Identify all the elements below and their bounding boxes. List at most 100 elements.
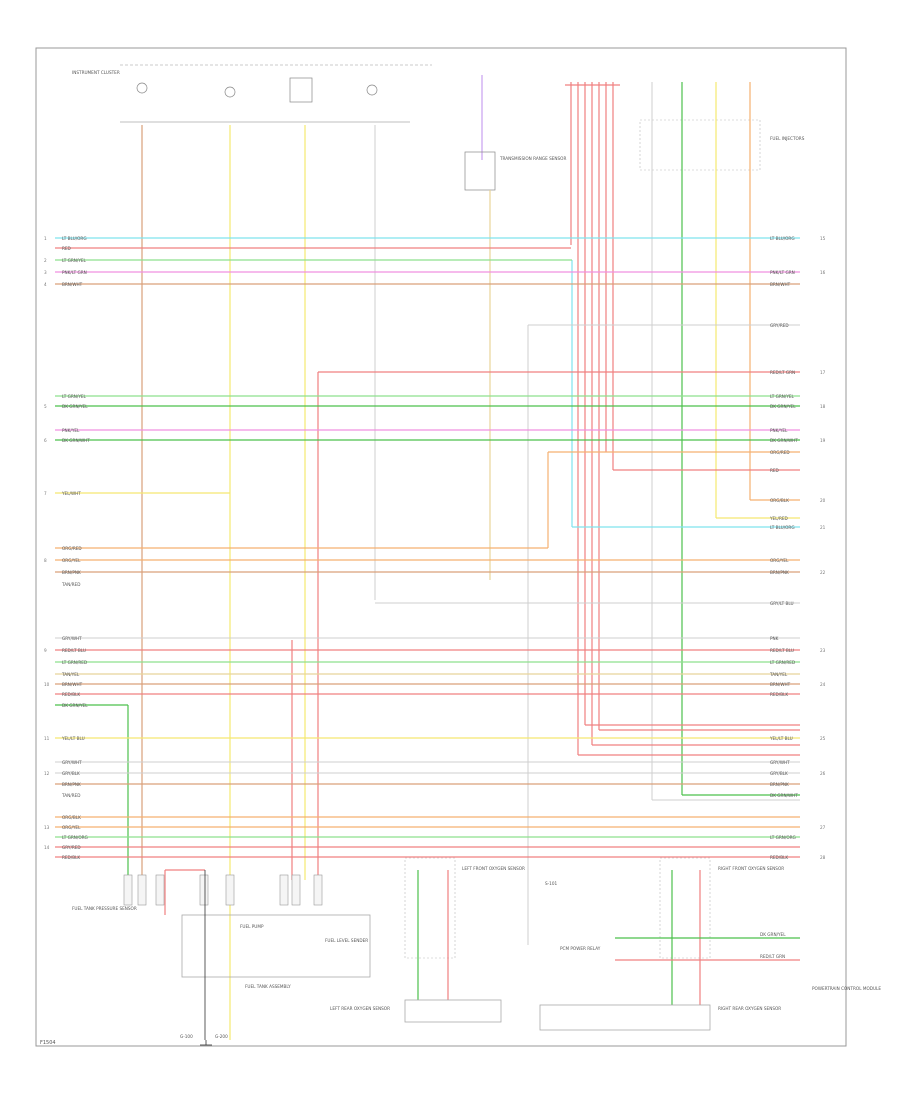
left-front-oxygen-sensor-label: LEFT FRONT OXYGEN SENSOR	[462, 866, 525, 871]
pin-number: 17	[820, 370, 826, 375]
pin-number: 8	[44, 558, 47, 563]
wire-label: BRN/WHT	[770, 682, 791, 687]
ground-icon	[200, 1040, 212, 1046]
wire-label: LT BLU/ORG	[770, 236, 795, 241]
pin-number: 2	[44, 258, 47, 263]
wire-label: YEL/LT BLU	[769, 736, 793, 741]
wire-label: GRY/LT BLU	[770, 601, 794, 606]
wire-label: LT GRN/YEL	[770, 394, 795, 399]
transmission-range-sensor-label: TRANSMISSION RANGE SENSOR	[499, 156, 566, 161]
wire-label: PNK/LT GRN	[770, 270, 795, 275]
right-rear-oxygen-sensor-label: RIGHT REAR OXYGEN SENSOR	[718, 1006, 781, 1011]
pin-number: 1	[44, 236, 47, 241]
fuel-tank-pressure-sensor-label: FUEL TANK PRESSURE SENSOR	[72, 906, 137, 911]
wire-label: GRY/WHT	[770, 760, 790, 765]
wire-label: BRN/WHT	[62, 282, 83, 287]
wire-label: LT GRN/YEL	[62, 394, 87, 399]
wire-label: RED/LT GRN	[760, 954, 785, 959]
wire-label: GRY/WHT	[62, 636, 82, 641]
left-front-oxygen-sensor: LEFT FRONT OXYGEN SENSOR	[404, 857, 525, 1000]
wire-label: BRN/WHT	[770, 282, 791, 287]
right-front-oxygen-sensor-label: RIGHT FRONT OXYGEN SENSOR	[718, 866, 784, 871]
wire-label: ORG/RED	[62, 546, 82, 551]
wire-label: YEL/LT BLU	[61, 736, 85, 741]
pin-number: 11	[44, 736, 50, 741]
wire-label: LT GRN/ORG	[770, 835, 796, 840]
ground-label: G-100	[180, 1034, 193, 1039]
pin-number: 6	[44, 438, 47, 443]
wire-label: LT BLU/ORG	[62, 236, 87, 241]
instrument-cluster-label: INSTRUMENT CLUSTER	[72, 70, 120, 75]
wire-label: GRY/RED	[770, 323, 789, 328]
fuel-injectors-label: FUEL INJECTORS	[770, 136, 805, 141]
wire-label: DK GRN/YEL	[62, 703, 88, 708]
wire-label: ORG/YEL	[62, 558, 81, 563]
wire-label: LT GRN/ORG	[62, 835, 88, 840]
fuel-level-sender-label: FUEL LEVEL SENDER	[325, 938, 368, 943]
wire-label: LT BLU/ORG	[770, 525, 795, 530]
pin-number: 21	[820, 525, 826, 530]
pin-number: 5	[44, 404, 47, 409]
wire-label: ORG/YEL	[770, 558, 789, 563]
bottom-connectors	[123, 874, 323, 906]
pin-number: 22	[820, 570, 826, 575]
pin-number: 27	[820, 825, 826, 830]
right-rear-oxygen-sensor-box	[539, 1004, 711, 1031]
wire-label: DK GRN/YEL	[62, 404, 88, 409]
wire-label: PNK/LT GRN	[62, 270, 87, 275]
pin-number: 23	[820, 648, 826, 653]
wire-label: PNK/YEL	[62, 428, 80, 433]
wire-label: RED/LT BLU	[770, 648, 794, 653]
wire-label: RED/BLK	[62, 855, 80, 860]
pin-number: 19	[820, 438, 826, 443]
splice-label: S-101	[545, 881, 557, 886]
wire-label: BRN/WHT	[62, 682, 83, 687]
wire-label: ORG/RED	[770, 450, 790, 455]
wire-label: GRY/WHT	[62, 760, 82, 765]
wire-label: GRY/RED	[62, 845, 81, 850]
wire-label: DK GRN/YEL	[770, 404, 796, 409]
horizontal-wires	[55, 237, 800, 858]
transmission-range-sensor: TRANSMISSION RANGE SENSOR	[464, 75, 566, 191]
fuel-injectors: FUEL INJECTORS	[639, 119, 805, 171]
wire-label: RED	[62, 246, 71, 251]
wire-label: PNK	[770, 636, 779, 641]
pin-number: 25	[820, 736, 826, 741]
wire-labels-right: LT BLU/ORG PNK/LT GRN BRN/WHT GRY/RED RE…	[769, 236, 798, 860]
pin-number: 13	[44, 825, 50, 830]
wire-label: TAN/RED	[61, 793, 80, 798]
left-rear-oxygen-sensor-label: LEFT REAR OXYGEN SENSOR	[330, 1006, 390, 1011]
instrument-cluster: INSTRUMENT CLUSTER	[72, 70, 410, 123]
pin-numbers-left: 1 2 3 4 5 6 7 8 9 10 11 12 13 14	[44, 236, 50, 850]
wire-label: PNK/YEL	[770, 428, 788, 433]
wire-labels-left: LT BLU/ORG RED LT GRN/YEL PNK/LT GRN BRN…	[61, 236, 90, 860]
wire-label: ORG/BLK	[770, 498, 789, 503]
pin-number: 16	[820, 270, 826, 275]
wire-label: YEL/WHT	[61, 491, 81, 496]
wire-label: LT GRN/RED	[770, 660, 795, 665]
left-rear-oxygen-sensor-box	[404, 999, 502, 1023]
pin-number: 18	[820, 404, 826, 409]
wire-label: LT GRN/RED	[62, 660, 87, 665]
wire-label: DK GRN/WHT	[770, 438, 798, 443]
wire-label: YEL/RED	[769, 516, 788, 521]
pin-number: 14	[44, 845, 50, 850]
wire-label: BRN/PNK	[770, 570, 789, 575]
wire-label: BRN/PNK	[770, 782, 789, 787]
fuel-tank-assembly: FUEL TANK ASSEMBLY FUEL PUMP FUEL LEVEL …	[164, 869, 371, 1040]
pin-number: 15	[820, 236, 826, 241]
pin-numbers-right: 15 16 17 18 19 20 21 22 23 24 25 26 27 2…	[820, 236, 826, 860]
wire-label: DK GRN/YEL	[760, 932, 786, 937]
wire-label: RED/LT BLU	[62, 648, 86, 653]
pin-number: 24	[820, 682, 826, 687]
ground-label: G-200	[215, 1034, 228, 1039]
pin-number: 12	[44, 771, 50, 776]
footer-label: F1504	[40, 1040, 56, 1046]
wire-label: LT GRN/YEL	[62, 258, 87, 263]
wire-label: RED/BLK	[770, 692, 788, 697]
wire-label: TAN/YEL	[769, 672, 788, 677]
pin-number: 7	[44, 491, 47, 496]
pin-number: 3	[44, 270, 47, 275]
wire-label: RED/LT GRN	[770, 370, 795, 375]
wire-label: TAN/YEL	[61, 672, 80, 677]
